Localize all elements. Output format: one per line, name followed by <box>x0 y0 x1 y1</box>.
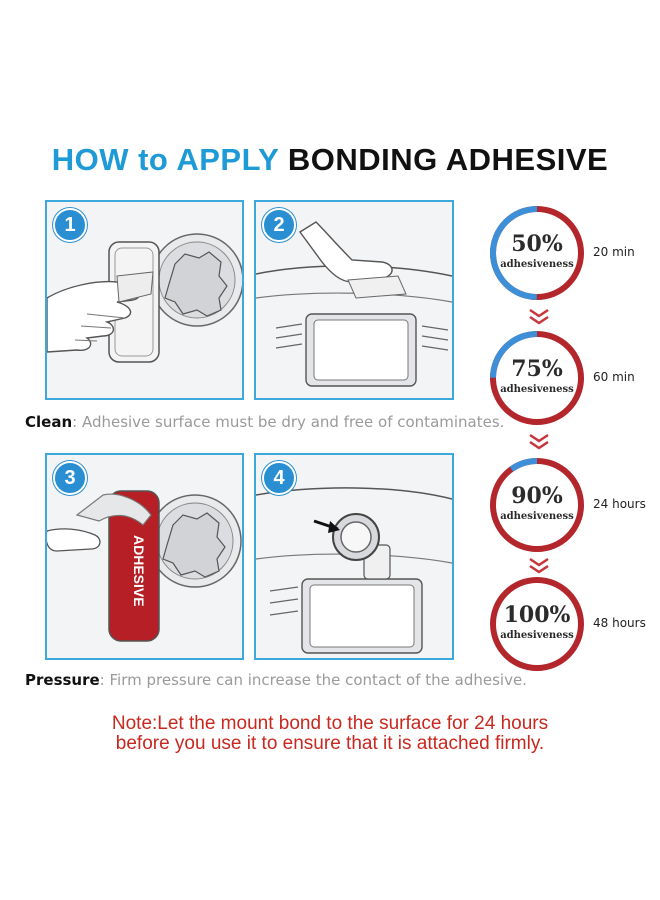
step-1-panel: 1 <box>45 200 244 400</box>
step-4-badge: 4 <box>262 461 296 495</box>
ring-progress <box>490 206 584 300</box>
clean-caption: Clean: Adhesive surface must be dry and … <box>25 413 504 431</box>
stage-label: adhesiveness <box>500 384 574 395</box>
step-4-illustration <box>256 487 452 654</box>
stage-label: adhesiveness <box>500 630 574 641</box>
step-3-panel: ADHESIVE 3 <box>45 453 244 660</box>
title-part-2: BONDING ADHESIVE <box>287 142 609 177</box>
stage-60min: 75% adhesiveness 60 min <box>487 328 635 433</box>
stage-time: 60 min <box>593 370 635 384</box>
step-2-panel: 2 <box>254 200 454 400</box>
pressure-text: : Firm pressure can increase the contact… <box>99 671 527 689</box>
step-2-illustration <box>256 221 452 387</box>
stage-label: adhesiveness <box>500 259 574 270</box>
chevron-down-icon <box>529 308 549 325</box>
step-1-badge: 1 <box>53 208 87 242</box>
stage-label: adhesiveness <box>500 511 574 522</box>
chevron-down-icon <box>529 433 549 450</box>
title-part-1: HOW to APPLY <box>51 142 279 177</box>
pressure-caption: Pressure: Firm pressure can increase the… <box>25 671 527 689</box>
ring-progress <box>490 458 584 552</box>
stage-48hours: 100% adhesiveness 48 hours <box>487 574 646 679</box>
adhesive-sticker-text: ADHESIVE <box>131 535 147 607</box>
pressure-label: Pressure <box>25 671 100 689</box>
step-1-illustration <box>47 233 242 363</box>
stage-time: 20 min <box>593 245 635 259</box>
stage-24hours: 90% adhesiveness 24 hours <box>487 455 646 560</box>
clean-text: : Adhesive surface must be dry and free … <box>72 413 505 431</box>
step-2-badge: 2 <box>262 208 296 242</box>
stage-percent: 100% <box>503 602 571 628</box>
bonding-note: Note:Let the mount bond to the surface f… <box>0 714 660 754</box>
chevron-down-icon <box>529 557 549 574</box>
page-title: HOW to APPLY BONDING ADHESIVE <box>0 142 660 178</box>
ring-track <box>490 577 584 671</box>
stage-percent: 75% <box>511 356 563 382</box>
note-line-2: before you use it to ensure that it is a… <box>115 733 545 754</box>
stage-percent: 50% <box>511 231 563 257</box>
note-line-1: Note:Let the mount bond to the surface f… <box>111 713 549 734</box>
step-3-badge: 3 <box>53 461 87 495</box>
clean-label: Clean <box>25 413 73 431</box>
step-3-illustration: ADHESIVE <box>47 490 242 642</box>
step-4-panel: 4 <box>254 453 454 660</box>
ring-progress <box>490 331 584 425</box>
stage-time: 48 hours <box>593 616 646 630</box>
stage-time: 24 hours <box>593 497 646 511</box>
stage-percent: 90% <box>511 483 563 509</box>
stage-20min: 50% adhesiveness 20 min <box>487 203 635 308</box>
